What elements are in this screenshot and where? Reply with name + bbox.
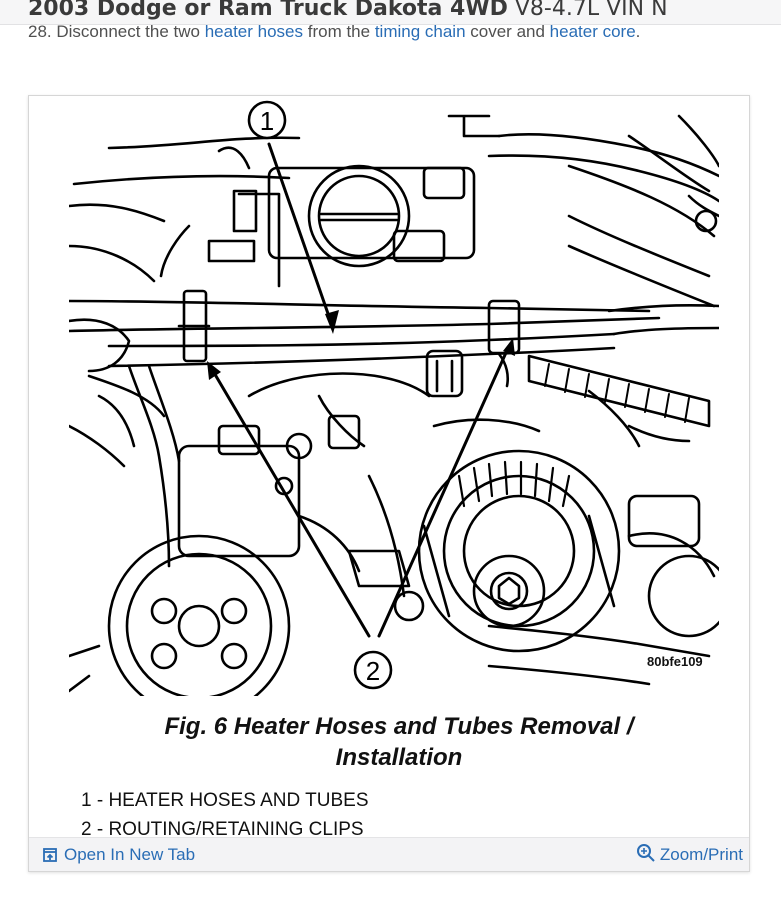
page-title: 2003 Dodge or Ram Truck Dakota 4WD V8-4.… bbox=[28, 0, 668, 21]
magnifier-plus-icon bbox=[636, 844, 655, 862]
figure-actions-bar: Open In New Tab Zoom/Print bbox=[29, 837, 749, 871]
zoom-print-button[interactable]: Zoom/Print bbox=[636, 841, 743, 865]
step-text-prefix: 28. Disconnect the two bbox=[28, 22, 205, 41]
page-title-vehicle: 2003 Dodge or Ram Truck Dakota 4WD bbox=[28, 0, 508, 21]
link-heater-core[interactable]: heater core bbox=[549, 22, 636, 41]
step-text-suffix: . bbox=[635, 22, 641, 41]
page-title-engine: V8-4.7L VIN N bbox=[507, 0, 668, 21]
figure-caption-line1: Fig. 6 Heater Hoses and Tubes Removal / bbox=[164, 713, 634, 740]
engine-illustration: 1 2 bbox=[69, 100, 719, 696]
step-text-middle1: from the bbox=[303, 22, 375, 41]
callout-2-label: 2 bbox=[366, 656, 380, 686]
header-bar: 2003 Dodge or Ram Truck Dakota 4WD V8-4.… bbox=[0, 0, 781, 25]
zoom-print-label: Zoom/Print bbox=[659, 845, 743, 864]
step-instruction: 28. Disconnect the two heater hoses from… bbox=[28, 22, 640, 42]
figure-caption-line2: Installation bbox=[335, 744, 463, 771]
link-timing-chain[interactable]: timing chain bbox=[374, 22, 466, 41]
open-in-new-tab-icon bbox=[43, 848, 57, 862]
open-in-new-tab-button[interactable]: Open In New Tab bbox=[42, 845, 195, 865]
figure-card: 1 2 80bfe109 Fig. 6 Heater Hoses and Tub… bbox=[28, 95, 750, 872]
legend-item: 1 - HEATER HOSES AND TUBES bbox=[81, 790, 369, 811]
figure-legend: 1 - HEATER HOSES AND TUBES 2 - ROUTING/R… bbox=[81, 786, 369, 844]
legend-item: 2 - ROUTING/RETAINING CLIPS bbox=[81, 819, 364, 840]
open-in-new-tab-label: Open In New Tab bbox=[64, 845, 196, 864]
diagram-code: 80bfe109 bbox=[647, 654, 703, 669]
callout-1-label: 1 bbox=[260, 106, 274, 136]
link-heater-hoses[interactable]: heater hoses bbox=[204, 22, 304, 41]
figure-caption: Fig. 6 Heater Hoses and Tubes Removal / … bbox=[29, 711, 769, 773]
step-text-middle2: cover and bbox=[465, 22, 550, 41]
